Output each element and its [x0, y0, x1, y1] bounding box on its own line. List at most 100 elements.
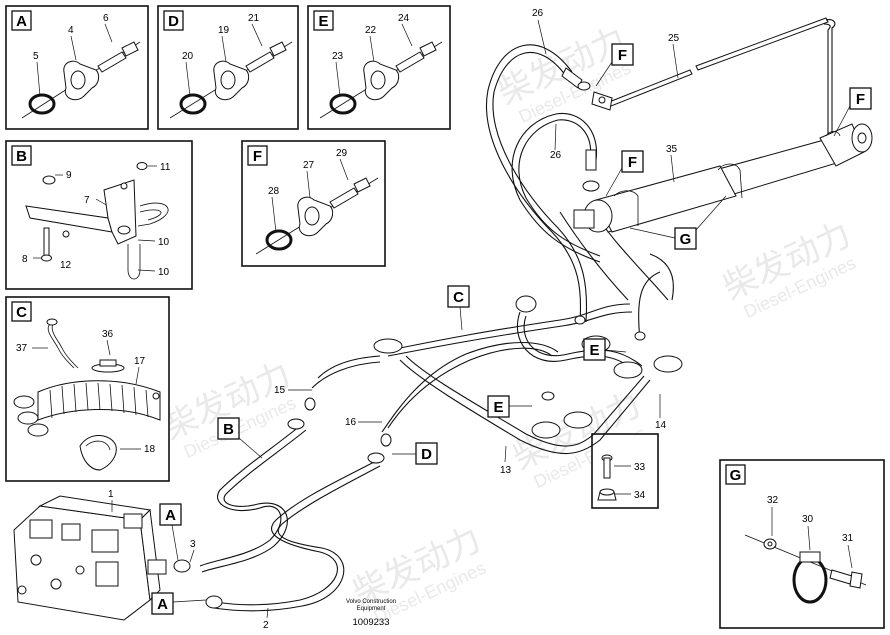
tag-f-3-label: F: [628, 154, 637, 171]
reference-tag-d: D: [392, 442, 438, 465]
detail-box-f: F 27 29 28: [241, 140, 386, 267]
reference-tag-g: G: [629, 195, 727, 250]
item-16: 16: [345, 417, 357, 428]
detail-box-b: B 11 9 7 8 12 10 10: [5, 140, 193, 290]
reference-tag-a: A: [151, 592, 207, 615]
screw-icon: [601, 454, 613, 479]
box-f-label: F: [253, 148, 262, 165]
item-15: 15: [274, 385, 286, 396]
tag-e-1-label: E: [589, 342, 599, 359]
item-35: 35: [666, 144, 678, 155]
pipe-25: [603, 17, 836, 136]
tag-f-2-label: F: [856, 91, 865, 108]
o-ring-icon: [265, 229, 293, 251]
tag-g-label: G: [680, 231, 692, 248]
box-d-label: D: [168, 13, 179, 30]
detail-box-c: C 36 37 17 18: [5, 296, 170, 482]
box-f-part-28: 28: [268, 186, 280, 197]
washer-icon: [763, 538, 777, 550]
detail-box-g: G 32 30 31: [719, 459, 885, 629]
nut-icon: [597, 488, 617, 501]
reference-tag-f: F: [595, 43, 634, 87]
o-ring-icon: [179, 93, 207, 115]
box-a-part-5: 5: [33, 51, 39, 62]
box-a-label: A: [16, 13, 27, 30]
nut-icon: [42, 162, 148, 185]
bolt-icon: [329, 177, 371, 209]
reference-tag-e: E: [487, 395, 532, 418]
o-ring-icon: [28, 93, 56, 115]
hose-fitting: [582, 149, 600, 192]
box-b-part-8: 8: [22, 254, 28, 265]
detail-box-e: E 22 24 23: [307, 5, 451, 130]
box-b-part-12: 12: [60, 260, 72, 271]
box-d-part-21: 21: [248, 13, 260, 24]
box-c-part-37: 37: [16, 343, 28, 354]
u-bolt-icon: [127, 202, 169, 280]
bolt-icon: [395, 41, 437, 73]
reference-tag-c: C: [447, 285, 470, 331]
footer-company-line2: Equipment: [357, 606, 386, 612]
clamp-half-icon: [297, 196, 334, 237]
tag-b-label: B: [223, 421, 234, 438]
box-b-label: B: [16, 148, 27, 165]
box-e-label: E: [318, 13, 328, 30]
clamp-half-icon: [213, 60, 250, 101]
box-b-part-11: 11: [160, 162, 171, 173]
o-ring-icon: [329, 93, 357, 115]
tag-f-1-label: F: [618, 47, 627, 64]
detail-box-d: D 19 21 20: [157, 5, 299, 130]
box-g-part-32: 32: [767, 495, 779, 506]
box-g-label: G: [730, 467, 742, 484]
box-a-part-4: 4: [68, 25, 74, 36]
inset-part-34: 34: [634, 490, 646, 501]
box-c-label: C: [16, 304, 27, 321]
reference-tag-b: B: [217, 417, 263, 459]
tag-a-2-label: A: [157, 596, 168, 613]
bolt-icon: [829, 569, 863, 589]
item-numbers: 26 25 26 35 15 16 13 14 1 3 2: [108, 8, 680, 631]
pipe-assembly: [199, 303, 651, 612]
box-g-part-31: 31: [842, 533, 854, 544]
bolt-icon: [245, 41, 287, 73]
ring-clamp-icon: [792, 551, 828, 604]
item-26-top: 26: [532, 8, 544, 19]
hydraulic-cylinder-35: [573, 123, 873, 233]
item-25: 25: [668, 33, 680, 44]
item-14: 14: [655, 420, 667, 431]
item-3: 3: [190, 539, 196, 550]
item-26-middle: 26: [550, 150, 562, 161]
drawing-number: 1009233: [353, 617, 390, 628]
tag-e-2-label: E: [493, 399, 503, 416]
reference-tag-f: F: [833, 87, 872, 137]
cable-tie-icon: [46, 318, 79, 369]
clamp-half-icon: [63, 60, 100, 101]
box-d-part-19: 19: [218, 25, 230, 36]
reference-tag-f: F: [605, 150, 644, 197]
box-e-part-24: 24: [398, 13, 410, 24]
hose-clamp-icon: [79, 435, 117, 471]
pipe-flanges: [173, 295, 683, 609]
box-c-part-17: 17: [134, 356, 146, 367]
tag-a-1-label: A: [165, 507, 176, 524]
spiral-guard-icon: [13, 380, 161, 437]
clip-icon: [91, 359, 125, 373]
control-valve-1: [13, 495, 167, 621]
box-f-part-27: 27: [303, 160, 315, 171]
inset-part-33: 33: [634, 462, 646, 473]
box-e-part-22: 22: [365, 25, 377, 36]
box-g-part-30: 30: [802, 514, 814, 525]
reference-tag-e: E: [583, 338, 627, 361]
clamp-half-icon: [363, 60, 400, 101]
drawing-footer: Volvo Construction Equipment 1009233: [346, 599, 396, 628]
box-e-part-23: 23: [332, 51, 344, 62]
detail-box-fasteners: 33 34: [591, 433, 659, 509]
tag-c-label: C: [453, 289, 464, 306]
box-d-part-20: 20: [182, 51, 194, 62]
detail-box-a: A 6 4 5: [5, 5, 149, 130]
bolt-icon: [97, 41, 139, 73]
box-b-part-10b: 10: [158, 267, 170, 278]
tag-d-label: D: [421, 446, 432, 463]
box-f-part-29: 29: [336, 148, 348, 159]
